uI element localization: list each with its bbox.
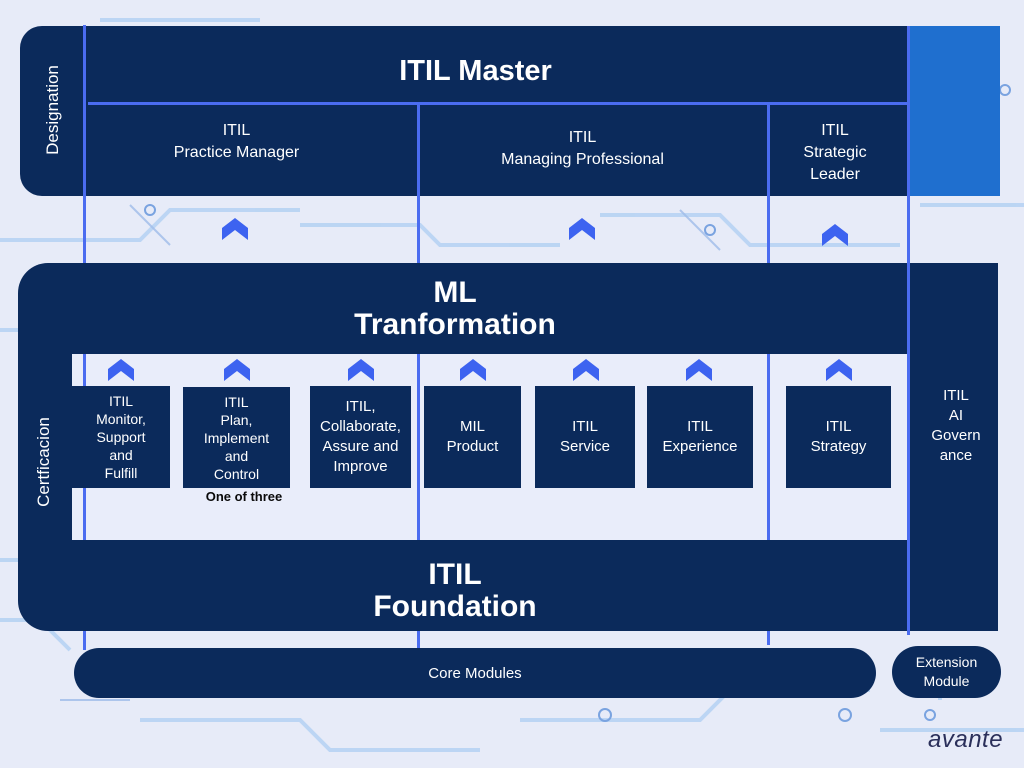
chevron-up-icon [826,359,852,381]
chevron-up-icon [224,359,250,381]
module-plan-implement-control: ITIL Plan, Implement and Control [183,387,290,488]
frame-line [417,104,420,196]
chevron-up-icon [686,359,712,381]
module-collaborate-assure-improve: ITIL, Collaborate, Assure and Improve [310,386,411,488]
brand-logo: avante [928,726,1004,753]
chevron-up-icon [108,359,134,381]
role-managing-professional: ITIL Managing Professional [501,129,664,168]
frame-line [767,354,770,540]
ml-transformation-title: ML Tranformation [354,276,556,341]
chevron-up-icon [460,359,486,381]
module-mil-product: MIL Product [424,386,521,488]
core-modules-bar: Core Modules [74,648,876,698]
module-itil-service: ITIL Service [535,386,635,488]
chevron-up-icon [348,359,374,381]
frame-line [417,354,420,540]
module-itil-experience: ITIL Experience [647,386,753,488]
chevron-up-icon [573,359,599,381]
role-strategic-leader: ITIL Strategic Leader [803,122,867,183]
module-itil-strategy: ITIL Strategy [786,386,891,488]
frame-line [907,26,910,196]
chevron-up-icon [569,218,595,240]
extension-module-pill: Extension Module [892,646,1001,698]
frame-line [767,104,770,196]
designation-panel [20,26,910,196]
one-of-three-note: One of three [205,489,283,504]
designation-accent [910,26,1000,196]
ai-governance-module: ITIL AI Govern ance [931,387,981,464]
certification-side-label: Certficacion [34,417,53,507]
role-practice-manager: ITIL Practice Manager [173,122,300,161]
frame-line [83,26,86,196]
chevron-up-icon [222,218,248,240]
itil-master-title: ITIL Master [399,55,552,87]
ai-governance-divider [910,263,914,631]
itil-foundation-title: ITIL Foundation [373,558,537,623]
frame-line [907,263,910,631]
chevron-up-icon [822,224,848,246]
frame-line [88,102,910,105]
module-monitor-support-fulfill: ITIL Monitor, Support and Fulfill [72,386,170,488]
designation-side-label: Designation [43,65,62,155]
